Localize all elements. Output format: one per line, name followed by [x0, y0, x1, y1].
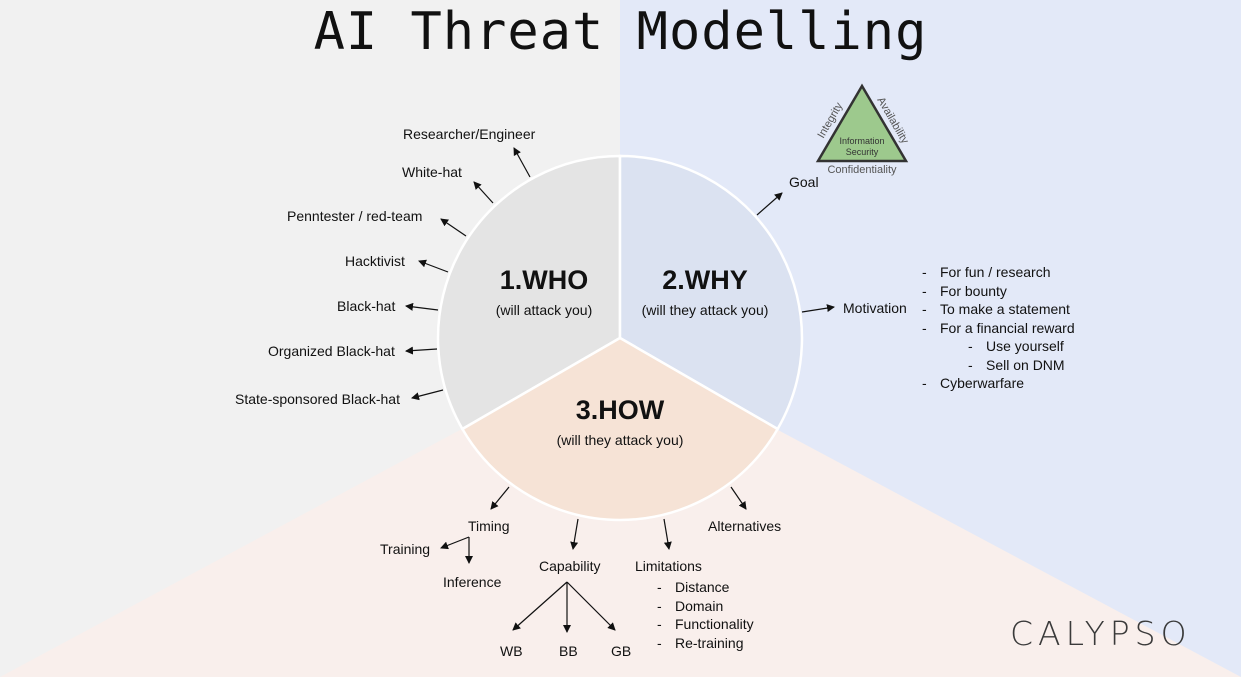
list-item: -For a financial reward	[922, 319, 1075, 336]
cia-triangle-icon: Information Security Integrity Availabil…	[815, 83, 911, 176]
arrow-timing	[490, 486, 510, 510]
why-segment	[618, 154, 804, 431]
who-item-hacktivist: Hacktivist	[345, 253, 405, 269]
list-item: -For fun / research	[922, 264, 1051, 280]
inference-label: Inference	[443, 574, 502, 590]
triangle-bottom-label: Confidentiality	[827, 164, 897, 176]
motivation-list: -For fun / research -For bounty -To make…	[922, 263, 1075, 393]
bottom-region	[0, 430, 1241, 677]
arrow-motivation	[801, 304, 835, 313]
arrow-limitations	[663, 518, 672, 550]
limitations-label: Limitations	[635, 558, 702, 574]
who-subtitle: (will attack you)	[495, 302, 593, 318]
bb-label: BB	[559, 643, 578, 659]
who-item-whitehat: White-hat	[402, 164, 462, 180]
triangle-center-line2: Security	[846, 147, 879, 157]
gb-label: GB	[611, 643, 632, 659]
arrow-capability	[570, 518, 579, 550]
who-item-researcher: Researcher/Engineer	[403, 126, 536, 142]
who-item-state: State-sponsored Black-hat	[235, 391, 400, 407]
arrow-blackhat	[405, 302, 439, 311]
arrow-training	[440, 536, 470, 550]
arrow-wb	[512, 581, 568, 631]
list-item: -Distance	[657, 579, 730, 595]
who-item-penntester: Penntester / red-team	[287, 208, 423, 224]
who-segment	[436, 154, 622, 431]
arrow-hacktivist	[418, 259, 449, 273]
arrow-whitehat	[473, 181, 494, 204]
how-subtitle: (will they attack you)	[556, 432, 684, 448]
motivation-label: Motivation	[843, 300, 907, 316]
brand-logo: CALYPSO	[1010, 614, 1192, 653]
capability-label: Capability	[539, 558, 601, 574]
arrow-goal	[756, 192, 783, 216]
arrow-researcher	[513, 147, 531, 178]
list-item: -Domain	[657, 597, 724, 614]
triangle-center-line1: Information	[839, 136, 884, 146]
arrow-state	[411, 389, 444, 401]
who-item-organized: Organized Black-hat	[268, 343, 395, 359]
alternatives-label: Alternatives	[708, 518, 782, 534]
page-title: AI Threat Modelling	[313, 2, 928, 62]
list-item: -Functionality	[657, 616, 754, 632]
wb-label: WB	[500, 643, 523, 659]
training-label: Training	[380, 541, 431, 557]
arrow-penntester	[440, 218, 467, 237]
list-item: -Re-training	[657, 634, 744, 651]
who-item-blackhat: Black-hat	[337, 298, 396, 314]
why-heading: 2.WHY	[662, 265, 748, 295]
how-segment	[460, 336, 780, 522]
why-subtitle: (will they attack you)	[641, 302, 769, 318]
arrow-organized	[405, 346, 438, 355]
list-item: -Use yourself	[968, 338, 1064, 354]
limitations-list: -Distance -Domain -Functionality -Re-tra…	[657, 578, 754, 652]
how-heading: 3.HOW	[575, 395, 665, 425]
timing-label: Timing	[468, 518, 510, 534]
arrow-gb	[566, 581, 616, 631]
list-item: -Cyberwarfare	[922, 375, 1025, 391]
goal-label: Goal	[789, 174, 819, 190]
list-item: -Sell on DNM	[968, 356, 1065, 373]
list-item: -To make a statement	[922, 301, 1070, 317]
list-item: -For bounty	[922, 282, 1007, 299]
arrow-alternatives	[730, 486, 747, 510]
who-heading: 1.WHO	[499, 265, 589, 295]
